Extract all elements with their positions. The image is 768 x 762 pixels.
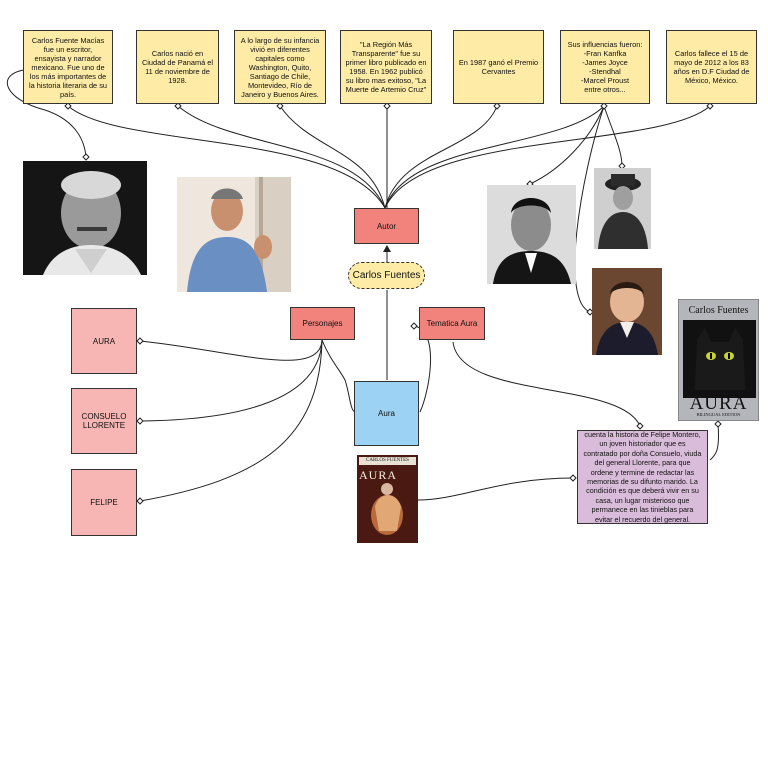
diamond-handle: [636, 422, 644, 430]
connector-personajes-aura-char: [139, 339, 323, 361]
book-small-author: CARLOS FUENTES: [366, 458, 409, 463]
note-birth[interactable]: Carlos nació en Ciudad de Panamá el 11 d…: [136, 30, 219, 104]
book-cover-aura-large: Carlos Fuentes AURA BILINGUAL EDITION: [678, 299, 759, 421]
connector-personajes-consuelo: [139, 339, 323, 422]
node-aura[interactable]: Aura: [354, 381, 419, 446]
portrait-photo-fuentes-icon: [23, 161, 147, 275]
connector-influence-joyce: [603, 105, 623, 167]
portrait-photo-kafka-icon: [487, 185, 576, 284]
diamond-handle: [714, 420, 722, 428]
node-tematica-aura[interactable]: Tematica Aura: [419, 307, 485, 340]
portrait-photo-fuentes-window-icon: [177, 177, 291, 292]
portrait-photo-joyce-icon: [594, 168, 651, 249]
summary-aura[interactable]: cuenta la historia de Felipe Montero, un…: [577, 430, 708, 524]
connector-note-5-autor: [384, 105, 498, 209]
diamond-handle: [136, 497, 144, 505]
book-small-title: AURA: [359, 468, 398, 482]
connector-largebook-summary: [709, 423, 719, 461]
book-large-title: AURA: [689, 393, 748, 414]
character-felipe[interactable]: FELIPE: [71, 469, 137, 536]
character-consuelo-llorente[interactable]: CONSUELO LLORENTE: [71, 388, 137, 454]
central-topic-carlos-fuentes[interactable]: Carlos Fuentes: [348, 262, 425, 289]
note-influences[interactable]: Sus influencias fueron: -Fran Kanfka -Ja…: [560, 30, 650, 104]
note-first-book[interactable]: "La Región Más Transparente" fue su prim…: [340, 30, 432, 104]
book-large-author: Carlos Fuentes: [688, 305, 749, 316]
book-large-edition: BILINGUAL EDITION: [696, 412, 741, 417]
note-cervantes-prize[interactable]: En 1987 ganó el Premio Cervantes: [453, 30, 544, 104]
diamond-handle: [136, 417, 144, 425]
connector-book-summary: [417, 477, 574, 501]
diamond-handle: [136, 337, 144, 345]
book-cover-aura-small: CARLOS FUENTES AURA: [357, 455, 418, 543]
character-aura[interactable]: AURA: [71, 308, 137, 374]
diamond-handle: [410, 322, 418, 330]
diamond-handle: [82, 153, 90, 161]
connector-personajes-felipe: [139, 339, 323, 502]
node-personajes[interactable]: Personajes: [290, 307, 355, 340]
arrow-head-autor: [383, 245, 391, 252]
portrait-photo-stendhal-icon: [592, 268, 662, 355]
connector-influence-kafka: [529, 105, 605, 185]
note-childhood[interactable]: A lo largo de su infancia vivió en difer…: [234, 30, 326, 104]
note-death[interactable]: Carlos fallece el 15 de mayo de 2012 a l…: [666, 30, 757, 104]
node-autor[interactable]: Autor: [354, 208, 419, 244]
diamond-handle: [569, 474, 577, 482]
note-biography[interactable]: Carlos Fuente Macías fue un escritor, en…: [23, 30, 113, 104]
connector-note-3-autor: [279, 105, 386, 209]
connector-personajes-aura: [321, 339, 356, 413]
